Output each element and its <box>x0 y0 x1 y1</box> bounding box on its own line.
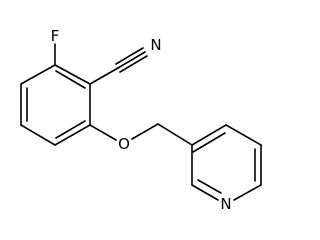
nitrile-nitrogen-label: N <box>150 36 161 54</box>
ring-bond <box>233 184 262 201</box>
triple-bond-line <box>117 51 146 69</box>
o-ch2-bond <box>131 123 159 140</box>
c-o-bond <box>89 124 117 141</box>
ring-bond <box>20 124 56 146</box>
ring-bond <box>54 124 91 146</box>
ring-double-bond-inner <box>197 179 222 194</box>
ring-double-bond-inner <box>55 70 86 89</box>
pyridine-ring <box>191 124 262 201</box>
ring-bond <box>20 64 56 85</box>
fluorine-label: F <box>51 27 60 45</box>
ring-bond <box>191 184 219 201</box>
ether-oxygen-label: O <box>118 135 130 153</box>
triple-bond-line <box>115 47 144 65</box>
c-c-bond <box>89 67 119 85</box>
benzene-ring <box>20 64 91 146</box>
ring-double-bond-inner <box>55 120 86 139</box>
triple-bond-line <box>119 55 148 73</box>
ether-linker <box>89 123 193 146</box>
pyridine-nitrogen-label: N <box>220 195 231 213</box>
molecule-drawing: F N O N <box>20 27 262 213</box>
ring-bond <box>191 124 227 146</box>
nitrile-group <box>89 47 148 85</box>
ch2-ring-bond <box>157 123 193 146</box>
ring-double-bond-inner <box>192 132 226 153</box>
ring-bond <box>54 64 91 85</box>
structure-diagram: F N O N <box>20 27 262 213</box>
ring-bond <box>225 124 262 146</box>
